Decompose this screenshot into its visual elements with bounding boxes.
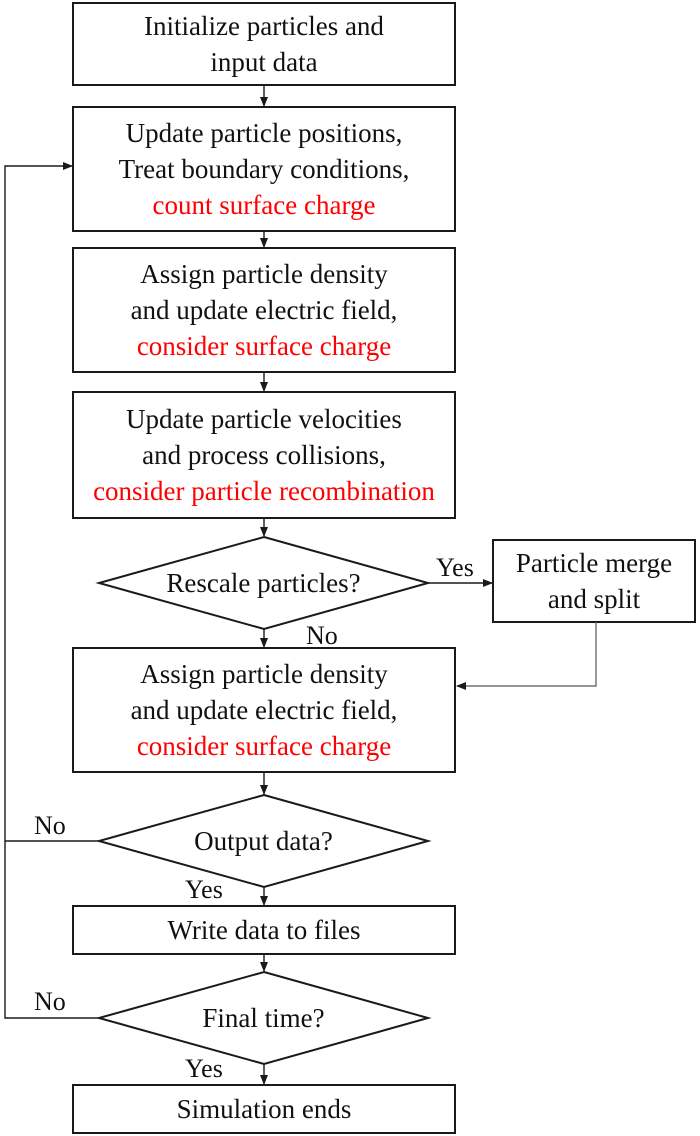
update-velocities-highlight: consider particle recombination — [93, 476, 435, 506]
merge-split-box — [492, 539, 696, 623]
init-line-2: input data — [210, 47, 318, 77]
write-data-step: Write data to files — [73, 906, 455, 954]
output-decision: Output data? — [99, 795, 428, 887]
rescale-yes-label: Yes — [436, 553, 474, 582]
update-positions-line-2: Treat boundary conditions, — [118, 154, 410, 184]
end-label: Simulation ends — [176, 1094, 352, 1124]
assign-density-step-1: Assign particle density and update elect… — [73, 248, 455, 372]
assign-density-1-line-2: and update electric field, — [130, 295, 398, 325]
merge-split-line-2: and split — [547, 584, 641, 614]
output-question: Output data? — [194, 826, 333, 856]
update-positions-step: Update particle positions, Treat boundar… — [73, 107, 455, 231]
end-box — [72, 1084, 456, 1134]
update-positions-line-1: Update particle positions, — [125, 118, 403, 148]
assign-density-2-line-1: Assign particle density — [140, 659, 388, 689]
init-box — [72, 2, 456, 86]
update-velocities-line-1: Update particle velocities — [126, 404, 402, 434]
assign-density-1-highlight: consider surface charge — [136, 331, 392, 361]
assign-density-1-line-1: Assign particle density — [140, 259, 388, 289]
rescale-question: Rescale particles? — [166, 568, 361, 598]
update-velocities-line-2: and process collisions, — [142, 440, 386, 470]
assign-density-step-2: Assign particle density and update elect… — [73, 648, 455, 772]
update-positions-highlight: count surface charge — [152, 190, 376, 220]
update-velocities-step: Update particle velocities and process c… — [73, 392, 455, 518]
assign-density-2-line-2: and update electric field, — [130, 695, 398, 725]
final-no-label: No — [34, 987, 66, 1016]
final-decision: Final time? — [99, 972, 428, 1064]
final-question: Final time? — [202, 1003, 325, 1033]
init-line-1: Initialize particles and — [144, 11, 384, 41]
assign-density-2-highlight: consider surface charge — [136, 731, 392, 761]
end-step: Simulation ends — [73, 1085, 455, 1133]
assign-density-box-2 — [72, 647, 456, 773]
connector-merge-return — [456, 622, 597, 690]
init-step: Initialize particles and input data — [73, 3, 455, 85]
loop-final-no — [4, 841, 99, 1019]
output-yes-label: Yes — [185, 875, 223, 904]
update-positions-box — [72, 106, 456, 232]
rescale-no-label: No — [306, 621, 338, 650]
output-no-label: No — [34, 811, 66, 840]
merge-split-step: Particle merge and split — [493, 540, 695, 622]
assign-density-box-1 — [72, 247, 456, 373]
update-velocities-box — [72, 391, 456, 519]
final-yes-label: Yes — [185, 1054, 223, 1083]
rescale-decision: Rescale particles? — [99, 537, 428, 629]
write-data-label: Write data to files — [167, 915, 361, 945]
merge-split-line-1: Particle merge — [515, 548, 673, 578]
loop-output-no — [4, 162, 99, 842]
